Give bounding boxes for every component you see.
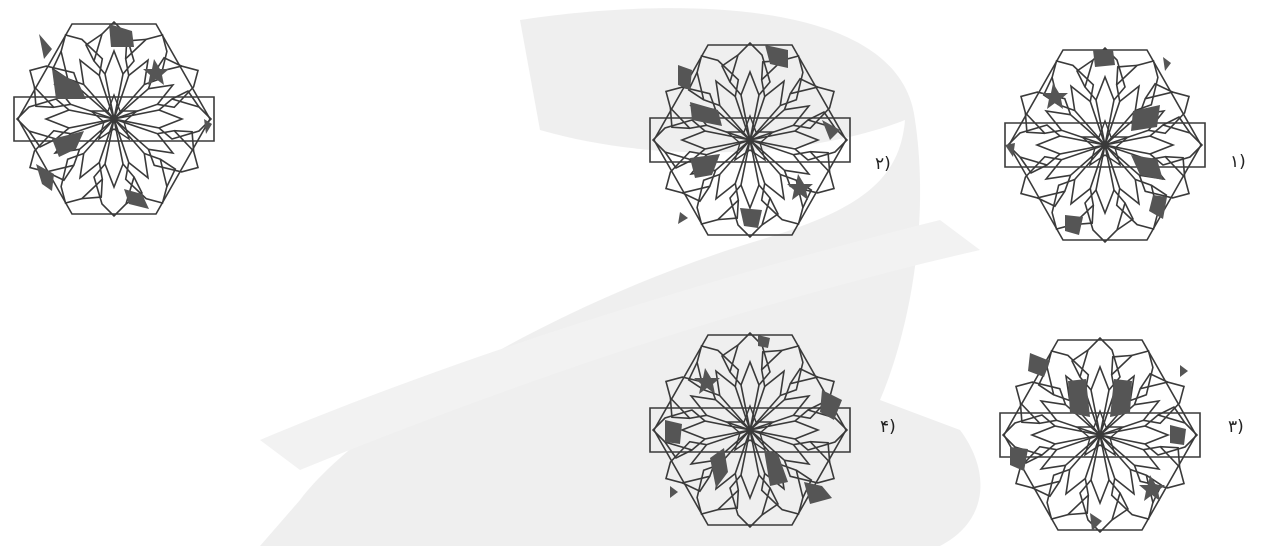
option-3-rosette [1000, 337, 1200, 533]
option-3-label: ۳) [1228, 417, 1244, 437]
option-1-rosette [1005, 47, 1205, 243]
reference-rosette [14, 21, 214, 217]
shaded-region [1005, 143, 1015, 157]
shaded-region [109, 24, 134, 47]
shaded-region [1149, 195, 1167, 219]
shaded-region [1028, 353, 1050, 377]
option-4-label: ۴) [880, 417, 896, 437]
shaded-region [1163, 57, 1171, 71]
shaded-region [1042, 83, 1068, 109]
shaded-region [1170, 425, 1186, 445]
shaded-region [690, 154, 720, 178]
shaded-region [1010, 447, 1028, 471]
option-1-label: ۱) [1230, 152, 1246, 172]
shaded-region [39, 34, 52, 59]
shaded-region [124, 189, 149, 209]
shaded-region [740, 208, 762, 228]
shaded-region [1180, 365, 1188, 377]
shaded-region [1065, 215, 1083, 235]
shaded-region [678, 212, 688, 224]
shaded-region [1093, 50, 1115, 67]
option-2-label: ۲) [875, 154, 891, 174]
watermark-shape [260, 8, 980, 546]
shaded-region [665, 420, 682, 444]
